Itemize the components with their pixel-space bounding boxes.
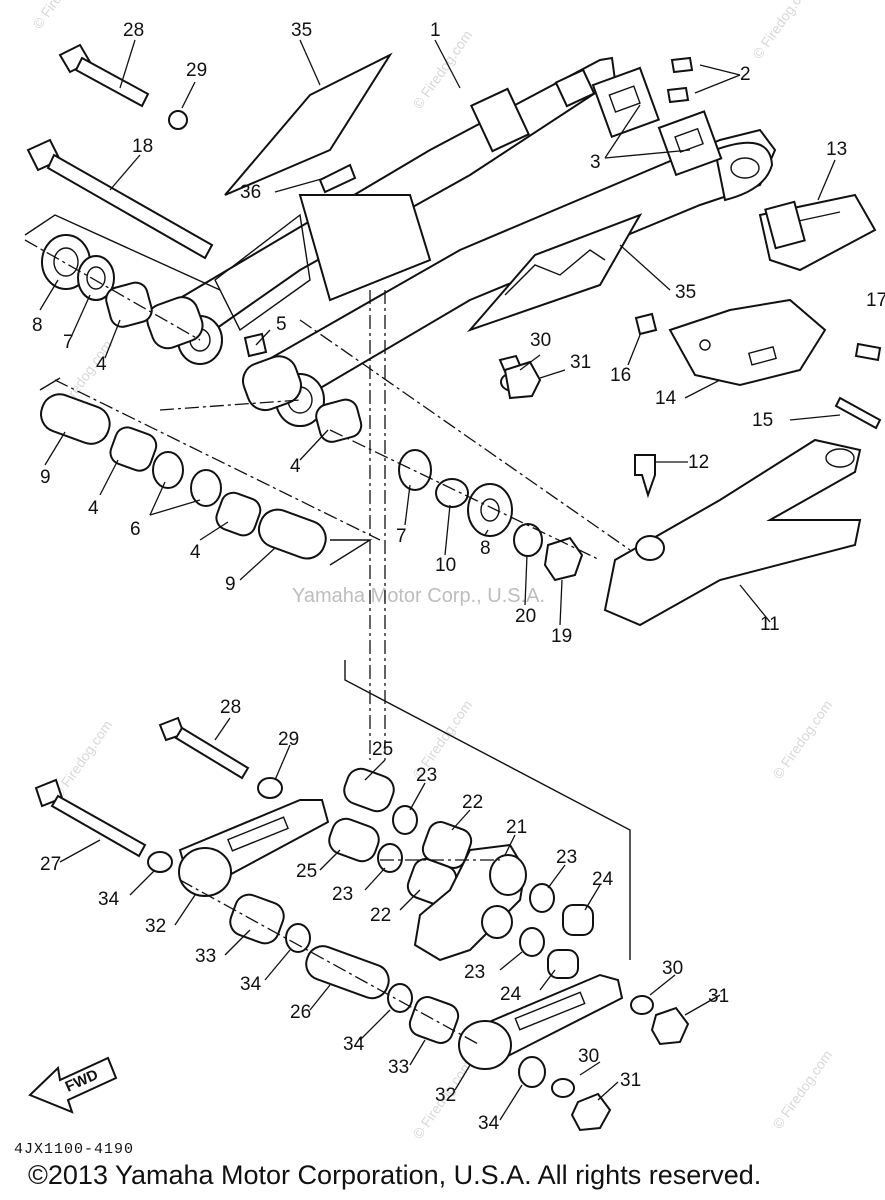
part-label: 30 <box>662 958 683 979</box>
part-label: 34 <box>478 1113 500 1134</box>
part-label: 21 <box>506 817 527 838</box>
part-label: 18 <box>132 136 153 157</box>
part-label: 23 <box>332 884 353 905</box>
part-label: 20 <box>515 606 536 627</box>
part-label: 26 <box>290 1002 311 1023</box>
chain-guide-part-13 <box>758 193 877 272</box>
forward-arrow-icon: FWD <box>28 1056 118 1114</box>
site-watermark: © Firedog.com <box>769 697 835 782</box>
part-label: 1 <box>430 20 441 41</box>
bolts-15-17 <box>834 342 882 430</box>
part-label: 24 <box>500 984 522 1005</box>
part-label: 36 <box>240 182 261 203</box>
center-watermark: Yamaha Motor Corp., U.S.A. <box>292 585 545 607</box>
part-label: 22 <box>462 792 483 813</box>
part-label: 3 <box>590 152 601 173</box>
pivot-hardware-right <box>243 332 584 582</box>
part-label: 32 <box>145 916 166 937</box>
part-label: 9 <box>40 467 51 488</box>
part-label: 28 <box>220 697 241 718</box>
part-label: 12 <box>688 452 709 473</box>
pivot-bolts-top <box>26 43 214 260</box>
part-label: 34 <box>240 974 262 995</box>
site-watermark: © Firedog.com <box>769 1047 835 1132</box>
part-label: 30 <box>578 1046 599 1067</box>
part-label: 4 <box>88 498 99 519</box>
part-label: 31 <box>570 352 591 373</box>
part-label: 33 <box>195 946 216 967</box>
part-label: 23 <box>464 962 485 983</box>
part-label: 13 <box>826 139 847 160</box>
part-label: 33 <box>388 1057 409 1078</box>
part-label: 31 <box>620 1070 641 1091</box>
chain-guide-plates <box>591 56 723 177</box>
chain-puller-part-14 <box>634 298 827 387</box>
part-label: 4 <box>96 354 107 375</box>
part-label: 7 <box>396 526 407 547</box>
part-label: 16 <box>610 365 631 386</box>
part-label: 14 <box>655 388 677 409</box>
part-label: 4 <box>290 456 301 477</box>
part-label: 24 <box>592 869 614 890</box>
part-label: 35 <box>675 282 696 303</box>
part-label: 4 <box>190 542 201 563</box>
leader-lines <box>24 39 841 1121</box>
part-label: 31 <box>708 986 729 1007</box>
part-label: 2 <box>740 64 751 85</box>
part-label: 28 <box>123 20 144 41</box>
part-label: 27 <box>40 854 61 875</box>
part-label: 29 <box>186 60 207 81</box>
part-label: 5 <box>276 314 287 335</box>
part-label: 8 <box>480 538 491 559</box>
part-number-labels: 28 29 35 1 2 3 13 18 36 35 17 8 7 4 5 30… <box>32 20 885 1134</box>
part-label: 6 <box>130 519 141 540</box>
site-watermark: © Firedog.com <box>409 27 475 112</box>
part-label: 30 <box>530 330 551 351</box>
site-watermark: © Firedog.com <box>29 0 95 32</box>
part-label: 25 <box>296 861 317 882</box>
swingarm-drawing <box>146 52 777 427</box>
part-label: 9 <box>225 574 236 595</box>
part-label: 10 <box>435 555 456 576</box>
part-label: 19 <box>551 626 572 647</box>
part-label: 34 <box>343 1034 365 1055</box>
diagram-code: 4JX1100-4190 <box>14 1141 135 1158</box>
part-label: 22 <box>370 905 391 926</box>
rear-arm-bracket-part-11 <box>603 438 862 627</box>
part-label: 15 <box>752 410 773 431</box>
part-label: 25 <box>372 739 393 760</box>
part-label: 34 <box>98 889 120 910</box>
part-label: 11 <box>760 614 780 635</box>
copyright-notice: ©2013 Yamaha Motor Corporation, U.S.A. A… <box>28 1160 762 1190</box>
part-label: 32 <box>435 1085 456 1106</box>
part-label: 23 <box>556 847 577 868</box>
part-label: 23 <box>416 765 437 786</box>
part-label: 29 <box>278 729 299 750</box>
part-label: 35 <box>291 20 312 41</box>
part-label: 8 <box>32 315 43 336</box>
part-label: 17 <box>866 290 885 311</box>
part-label: 7 <box>63 332 74 353</box>
bearings-left <box>40 234 327 560</box>
site-watermark: © Firedog.com <box>749 0 815 62</box>
